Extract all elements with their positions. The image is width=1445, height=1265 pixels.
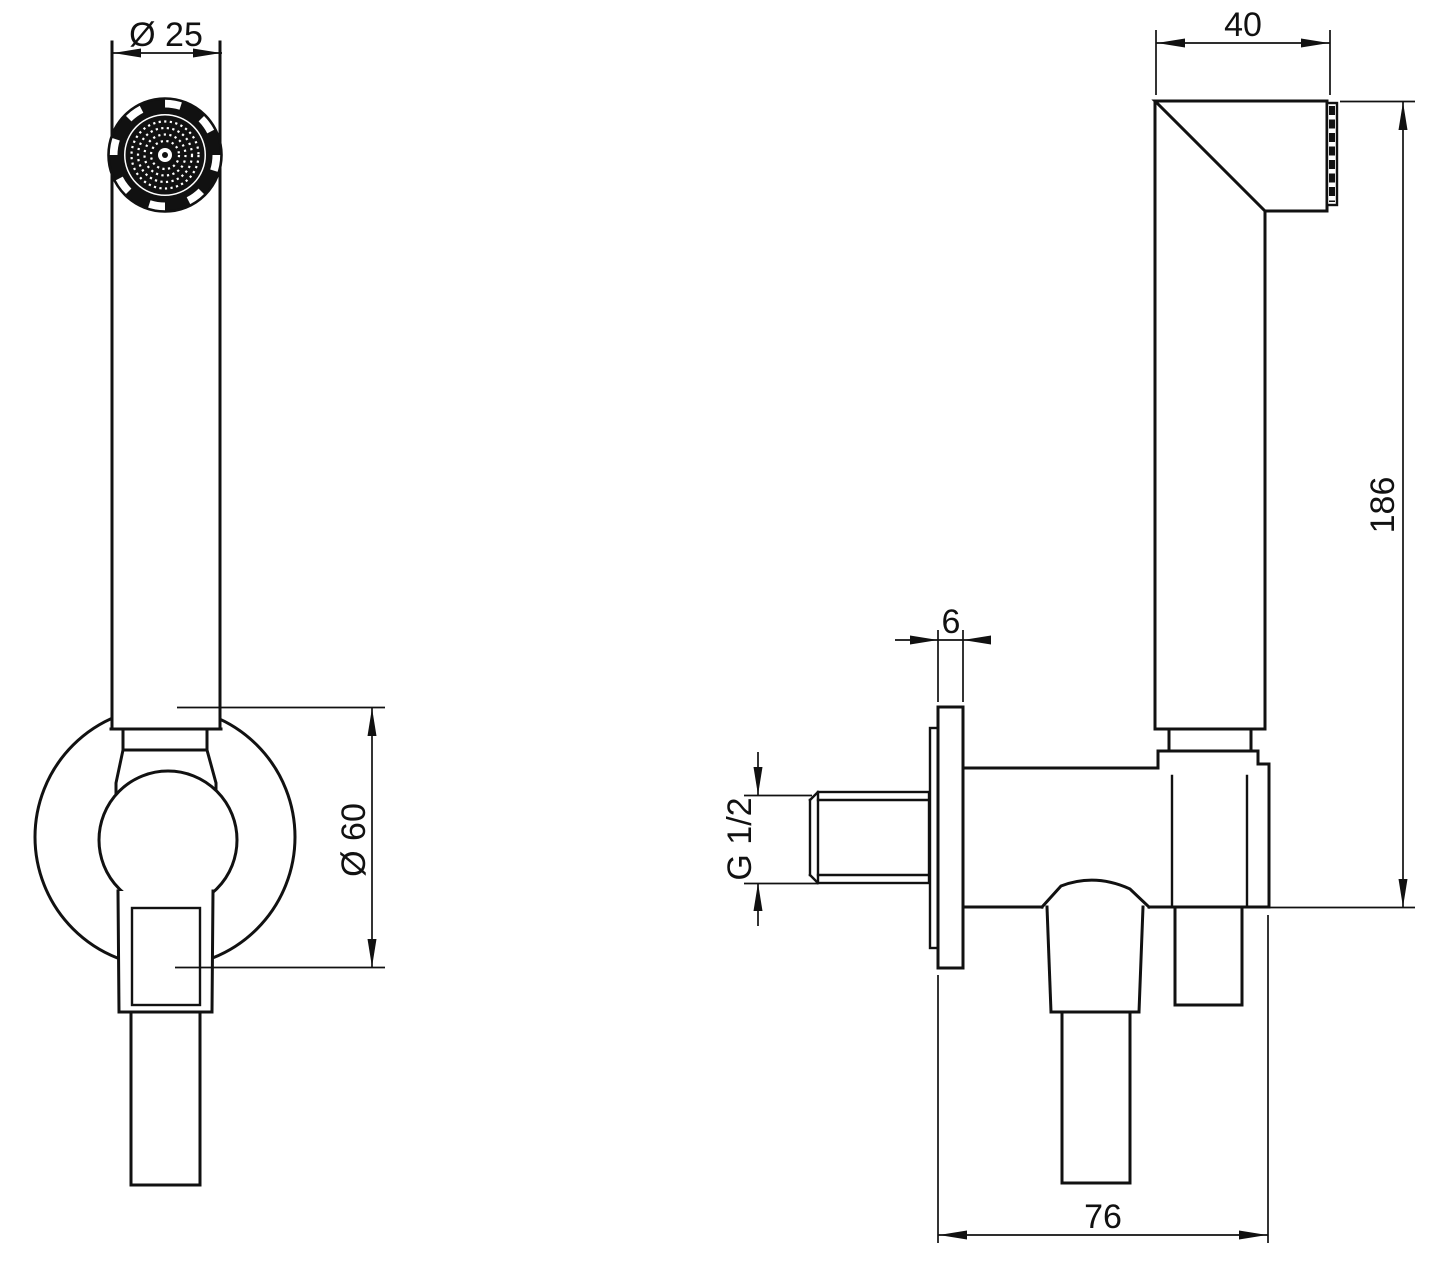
dimension-head-width: 40 xyxy=(1155,6,1331,95)
spray-rim xyxy=(107,97,223,213)
holder-knob-circle xyxy=(97,769,239,911)
front-hose-pipe xyxy=(129,1010,202,1187)
dimension-label-body-depth: 76 xyxy=(1084,1198,1122,1236)
dimension-head-diameter: Ø 25 xyxy=(112,16,222,58)
holder-clamp xyxy=(116,889,215,1014)
dimension-flange-thickness: 6 xyxy=(895,603,991,702)
dimension-body-depth: 76 xyxy=(937,915,1269,1243)
dimension-label-flange-thickness: 6 xyxy=(942,603,961,641)
spray-band-notches xyxy=(109,99,221,211)
holder-socket xyxy=(1173,905,1244,1007)
clamp-inner-face xyxy=(130,906,202,1007)
dimension-label-rosette-diameter: Ø 60 xyxy=(335,803,373,877)
front-view: Ø 25 Ø 60 xyxy=(33,16,385,1187)
head-outline xyxy=(1151,99,1329,213)
hose-connection xyxy=(1039,878,1152,1185)
dimension-overall-height: 186 xyxy=(1269,100,1415,909)
spray-face xyxy=(107,97,223,213)
dimension-label-thread-size: G 1/2 xyxy=(721,797,759,880)
side-hose-pipe xyxy=(1060,1010,1132,1185)
dimension-label-head-width: 40 xyxy=(1224,6,1262,44)
spray-center-dot xyxy=(162,152,168,158)
valve-body xyxy=(961,749,1271,909)
wall-flange xyxy=(936,705,965,970)
dimension-rosette-diameter: Ø 60 xyxy=(175,706,385,969)
side-handle xyxy=(1151,99,1339,753)
dome xyxy=(1039,878,1152,910)
dimension-label-overall-height: 186 xyxy=(1364,477,1402,534)
inlet-nipple xyxy=(808,790,931,885)
dimension-thread-size: G 1/2 xyxy=(721,752,818,926)
dimension-label-head-diameter: Ø 25 xyxy=(129,16,203,54)
side-view: 40 186 6 G 1/2 xyxy=(721,6,1415,1243)
